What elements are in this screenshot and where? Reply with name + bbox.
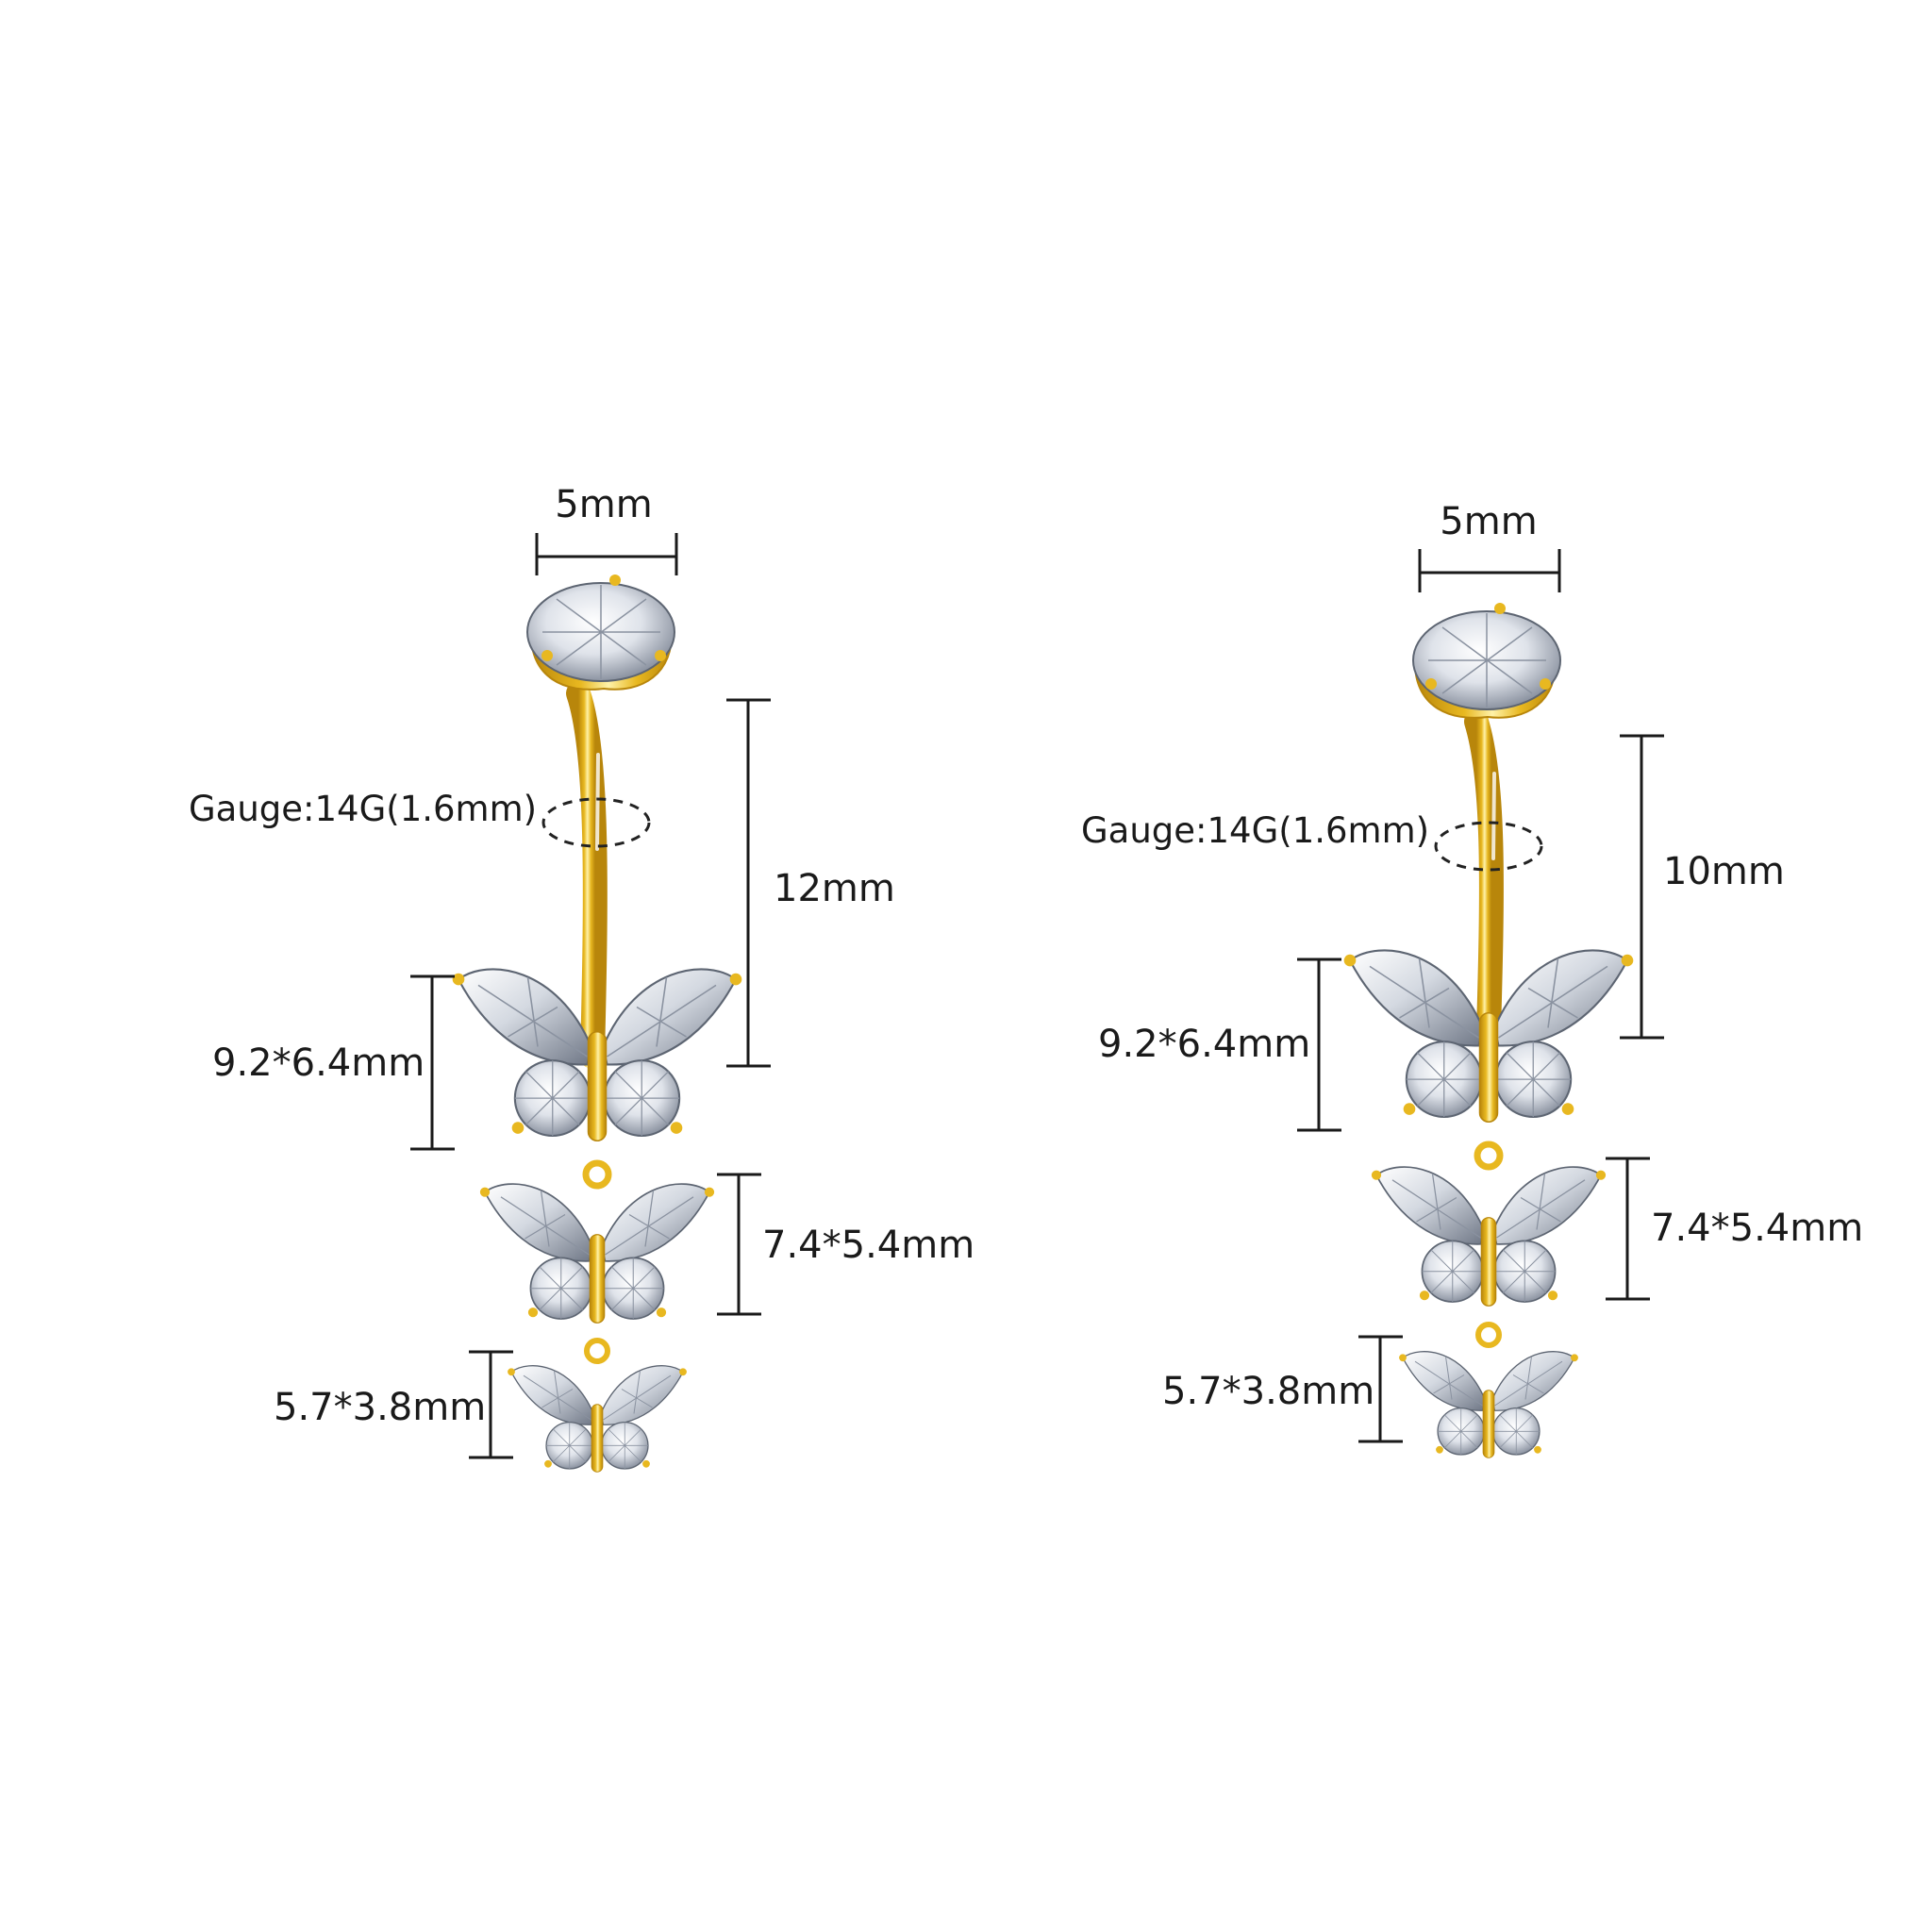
butterfly-medium (479, 1183, 715, 1324)
butterfly-medium-dimension: 7.4*5.4mm (717, 1173, 974, 1316)
bar-length-label: 12mm (774, 867, 895, 910)
butterfly-small (507, 1365, 688, 1473)
butterfly-medium-label: 7.4*5.4mm (1651, 1207, 1863, 1250)
butterfly-small-label: 5.7*3.8mm (1162, 1370, 1374, 1413)
butterfly-medium-dimension: 7.4*5.4mm (1606, 1157, 1863, 1301)
butterfly-medium (1371, 1166, 1607, 1307)
butterfly-large-dimension: 9.2*6.4mm (1098, 958, 1341, 1132)
bar-length-dimension: 12mm (726, 698, 895, 1068)
barbell (1464, 709, 1504, 1045)
gauge-label: Gauge:14G(1.6mm) (1081, 810, 1429, 851)
gauge-annotation: Gauge:14G(1.6mm) (189, 789, 651, 848)
chain-link-1 (582, 1159, 612, 1190)
butterfly-small-label: 5.7*3.8mm (274, 1386, 486, 1429)
top-width-dimension: 5mm (1418, 500, 1561, 592)
top-width-label: 5mm (1440, 500, 1537, 543)
barbell (566, 681, 608, 1069)
top-width-dimension: 5mm (535, 483, 678, 575)
butterfly-small-dimension: 5.7*3.8mm (1162, 1335, 1403, 1443)
variant-left: 5mm Gauge:14G(1.6mm) 12mm (189, 483, 974, 1473)
bar-length-dimension: 10mm (1620, 734, 1785, 1040)
bar-length-label: 10mm (1663, 850, 1785, 893)
top-gem (1412, 603, 1561, 719)
chain-link-2 (584, 1338, 610, 1364)
butterfly-small-dimension: 5.7*3.8mm (274, 1350, 513, 1459)
chain-link-2 (1475, 1322, 1502, 1348)
gauge-label: Gauge:14G(1.6mm) (189, 789, 537, 829)
butterfly-large-label: 9.2*6.4mm (212, 1041, 425, 1085)
top-width-label: 5mm (555, 483, 652, 526)
butterfly-medium-label: 7.4*5.4mm (762, 1224, 974, 1267)
butterfly-large-dimension: 9.2*6.4mm (212, 974, 455, 1151)
butterfly-large-label: 9.2*6.4mm (1098, 1023, 1310, 1066)
butterfly-small (1398, 1351, 1579, 1458)
gauge-annotation: Gauge:14G(1.6mm) (1081, 810, 1543, 872)
variant-right: 5mm Gauge:14G(1.6mm) 10mm (1081, 500, 1863, 1458)
top-gem (526, 575, 675, 691)
chain-link-1 (1474, 1141, 1504, 1171)
